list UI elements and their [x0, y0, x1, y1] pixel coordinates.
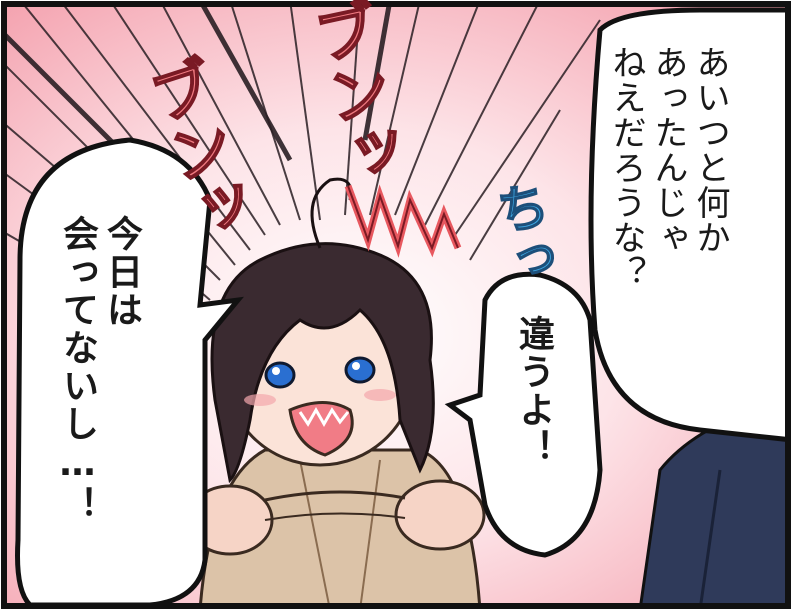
girl-right-eye: [344, 356, 376, 384]
sfx-chi: ちっ: [483, 178, 558, 291]
left-speech-bubble: [15, 137, 244, 606]
girl-left-eye: [264, 361, 296, 389]
right-bubble-text: あいつと何か あったんじゃ ねえだろうな？: [606, 45, 730, 290]
middle-speech-bubble: [444, 271, 603, 558]
middle-bubble-text: 違うよ！: [513, 315, 554, 467]
right-hand: [394, 479, 486, 551]
right-speech-bubble: [588, 7, 788, 443]
girl-hair: [210, 242, 435, 484]
left-bubble-text: 今日は 会ってないし…！: [57, 215, 142, 524]
